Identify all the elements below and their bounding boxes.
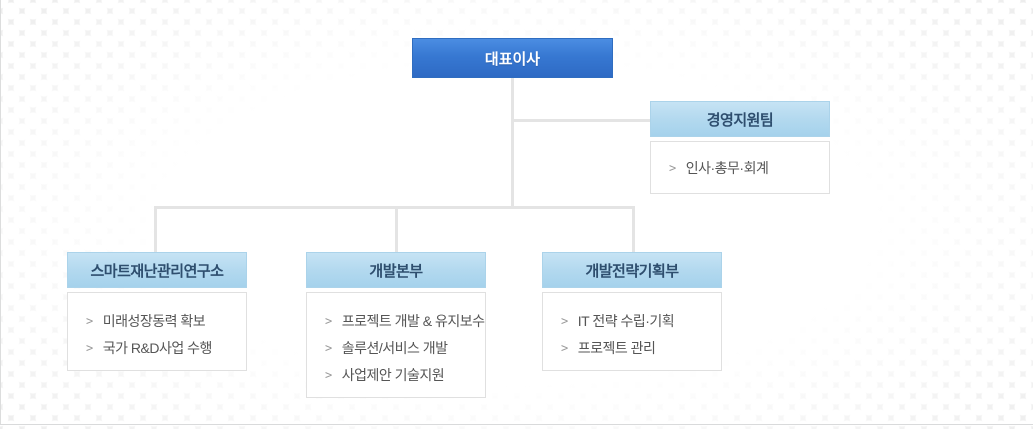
list-item: > 미래성장동력 확보 [86, 307, 234, 334]
list-item: > IT 전략 수립·기획 [561, 307, 709, 334]
development-hq-header: 개발본부 [306, 252, 486, 288]
connector-support-branch [512, 119, 650, 122]
chevron-icon: > [325, 340, 332, 355]
chevron-icon: > [86, 340, 93, 355]
chevron-icon: > [325, 367, 332, 382]
list-item: > 사업제안 기술지원 [325, 361, 473, 388]
strategy-planning-header: 개발전략기획부 [542, 252, 722, 288]
strategy-planning-list: > IT 전략 수립·기획 > 프로젝트 관리 [542, 292, 722, 371]
page-left-border [0, 0, 1, 425]
connector-departments-horizontal [154, 206, 635, 209]
list-item-label: 프로젝트 관리 [577, 339, 656, 356]
list-item: > 프로젝트 개발 & 유지보수 [325, 307, 485, 334]
chevron-icon: > [669, 160, 676, 175]
research-institute-header: 스마트재난관리연구소 [67, 252, 247, 288]
development-hq-node: 개발본부 > 프로젝트 개발 & 유지보수 > 솔루션/서비스 개발 > 사업제… [306, 252, 486, 398]
support-team-list: > 인사·총무·회계 [650, 141, 830, 194]
list-item-label: 사업제안 기술지원 [341, 366, 445, 383]
support-team-node: 경영지원팀 > 인사·총무·회계 [650, 101, 830, 194]
chevron-icon: > [86, 313, 93, 328]
chevron-icon: > [561, 340, 568, 355]
development-hq-list: > 프로젝트 개발 & 유지보수 > 솔루션/서비스 개발 > 사업제안 기술지… [306, 292, 486, 398]
connector-drop-dev [395, 206, 398, 252]
list-item: > 프로젝트 관리 [561, 334, 709, 361]
connector-drop-research [154, 206, 157, 252]
connector-drop-strategy [632, 206, 635, 252]
support-team-header: 경영지원팀 [650, 101, 830, 137]
list-item-label: 프로젝트 개발 & 유지보수 [341, 312, 485, 329]
research-institute-list: > 미래성장동력 확보 > 국가 R&D사업 수행 [67, 292, 247, 371]
list-item-label: 국가 R&D사업 수행 [102, 339, 213, 356]
list-item-label: 미래성장동력 확보 [102, 312, 206, 329]
strategy-planning-node: 개발전략기획부 > IT 전략 수립·기획 > 프로젝트 관리 [542, 252, 722, 371]
list-item: > 인사·총무·회계 [669, 154, 817, 181]
list-item-label: IT 전략 수립·기획 [577, 312, 675, 329]
chevron-icon: > [325, 313, 332, 328]
page-bottom-border [0, 424, 1033, 425]
connector-ceo-vertical [511, 77, 514, 208]
list-item: > 국가 R&D사업 수행 [86, 334, 234, 361]
list-item-label: 솔루션/서비스 개발 [341, 339, 448, 356]
list-item-label: 인사·총무·회계 [685, 159, 769, 176]
list-item: > 솔루션/서비스 개발 [325, 334, 473, 361]
chevron-icon: > [561, 313, 568, 328]
ceo-node: 대표이사 [412, 38, 613, 78]
research-institute-node: 스마트재난관리연구소 > 미래성장동력 확보 > 국가 R&D사업 수행 [67, 252, 247, 371]
